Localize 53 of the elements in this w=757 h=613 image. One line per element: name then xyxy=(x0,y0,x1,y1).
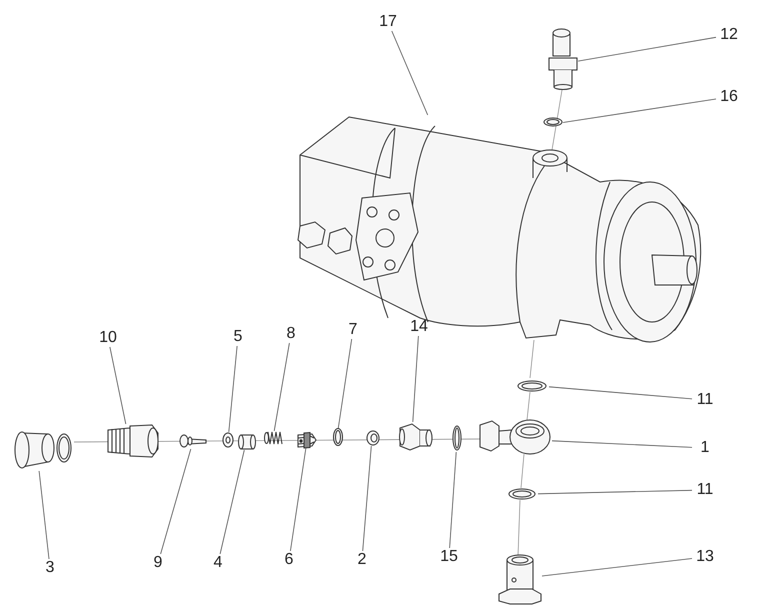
callout-number: 5 xyxy=(225,328,251,346)
banjo-fitting-drawing xyxy=(478,418,552,456)
o-ring-drawing xyxy=(451,424,463,452)
callout-number: 2 xyxy=(349,551,375,569)
leader-line xyxy=(449,452,457,548)
callout-number: 7 xyxy=(340,321,366,339)
cup-drawing xyxy=(238,434,256,450)
leader-line xyxy=(391,30,428,116)
valve-drawing xyxy=(297,432,317,448)
leader-line xyxy=(552,440,692,448)
cap-drawing xyxy=(14,429,74,471)
banjo-bolt-drawing xyxy=(498,555,542,605)
washer-drawing xyxy=(543,117,563,127)
callout-number: 4 xyxy=(205,554,231,572)
leader-line xyxy=(38,470,50,560)
leader-line xyxy=(160,448,192,554)
pin-drawing xyxy=(178,433,208,449)
callout-number: 10 xyxy=(95,329,121,347)
washer-drawing xyxy=(508,488,538,500)
callout-number: 9 xyxy=(145,554,171,572)
callout-number: 11 xyxy=(692,481,718,499)
callout-number: 16 xyxy=(716,88,742,106)
fitting-drawing xyxy=(548,28,578,90)
bushing-drawing xyxy=(366,430,380,446)
leader-line xyxy=(290,448,306,552)
callout-number: 12 xyxy=(716,26,742,44)
spring-drawing xyxy=(264,431,284,445)
leader-line xyxy=(110,346,126,424)
callout-number: 13 xyxy=(692,548,718,566)
leader-line xyxy=(542,558,692,576)
o-ring-drawing xyxy=(333,428,343,446)
washer-drawing xyxy=(517,380,549,392)
leader-line xyxy=(412,336,419,422)
leader-line xyxy=(538,490,692,494)
fitting-drawing xyxy=(105,424,160,458)
leader-line xyxy=(274,342,290,432)
fitting-drawing xyxy=(397,422,433,452)
leader-line xyxy=(228,346,238,432)
callout-number: 8 xyxy=(278,325,304,343)
leader-line xyxy=(362,446,372,552)
callout-number: 17 xyxy=(375,13,401,31)
washer-drawing xyxy=(222,432,234,448)
leader-line xyxy=(578,36,716,62)
leader-line xyxy=(548,386,692,400)
leader-line xyxy=(562,98,716,123)
leader-line xyxy=(220,450,245,554)
leader-line xyxy=(338,338,352,428)
callout-number: 6 xyxy=(276,551,302,569)
callout-number: 14 xyxy=(406,318,432,336)
callout-number: 15 xyxy=(436,548,462,566)
callout-number: 11 xyxy=(692,391,718,409)
callout-number: 3 xyxy=(37,559,63,577)
callout-number: 1 xyxy=(692,439,718,457)
